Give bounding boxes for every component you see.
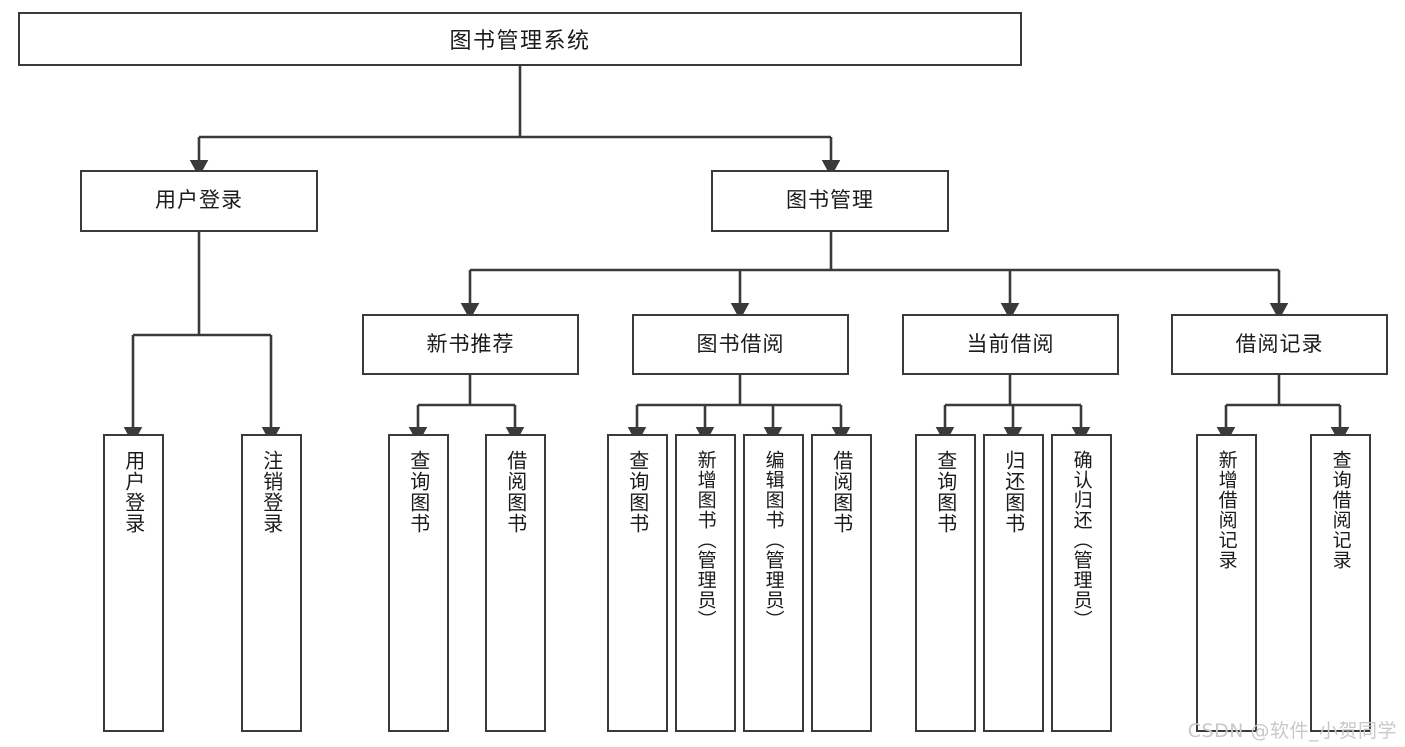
leaf-record-add-record[interactable]: 新增借阅记录 (1196, 434, 1257, 732)
leaf-borrow-add-book-admin[interactable]: 新增图书（管理员） (675, 434, 736, 732)
leaf-label: 查询图书 (625, 450, 650, 534)
leaf-record-query-record[interactable]: 查询借阅记录 (1310, 434, 1371, 732)
leaf-label: 查询借阅记录 (1329, 450, 1352, 570)
node-new-book-recommend[interactable]: 新书推荐 (362, 314, 579, 375)
node-book-borrow-label: 图书借阅 (696, 331, 785, 356)
node-book-management-label: 图书管理 (786, 188, 874, 213)
leaf-label: 借阅图书 (503, 450, 528, 534)
leaf-label: 新增图书（管理员） (694, 450, 717, 630)
leaf-current-return-book[interactable]: 归还图书 (983, 434, 1044, 732)
leaf-current-query-book[interactable]: 查询图书 (915, 434, 976, 732)
leaf-borrow-edit-book-admin[interactable]: 编辑图书（管理员） (743, 434, 804, 732)
leaf-current-confirm-return-admin[interactable]: 确认归还（管理员） (1051, 434, 1112, 732)
leaf-recommend-borrow-book[interactable]: 借阅图书 (485, 434, 546, 732)
node-user-login-label: 用户登录 (155, 188, 243, 213)
node-book-management[interactable]: 图书管理 (711, 170, 949, 232)
leaf-borrow-borrow-book[interactable]: 借阅图书 (811, 434, 872, 732)
leaf-label: 用户登录 (121, 450, 146, 534)
node-book-borrow[interactable]: 图书借阅 (632, 314, 849, 375)
csdn-watermark: CSDN @软件_小贺同学 (1187, 720, 1397, 742)
node-root-label: 图书管理系统 (449, 29, 591, 54)
leaf-label: 新增借阅记录 (1215, 450, 1238, 570)
node-borrow-record-label: 借阅记录 (1235, 331, 1324, 356)
leaf-user-login-logout[interactable]: 注销登录 (241, 434, 302, 732)
node-current-borrow-label: 当前借阅 (966, 331, 1055, 356)
leaf-label: 注销登录 (259, 450, 284, 534)
leaf-label: 查询图书 (406, 450, 431, 534)
leaf-recommend-query-book[interactable]: 查询图书 (388, 434, 449, 732)
node-root-system[interactable]: 图书管理系统 (18, 12, 1022, 66)
leaf-borrow-query-book[interactable]: 查询图书 (607, 434, 668, 732)
leaf-label: 确认归还（管理员） (1070, 450, 1093, 630)
leaf-label: 借阅图书 (829, 450, 854, 534)
node-new-book-recommend-label: 新书推荐 (426, 331, 515, 356)
leaf-label: 归还图书 (1001, 450, 1026, 534)
leaf-label: 编辑图书（管理员） (762, 450, 785, 630)
node-user-login[interactable]: 用户登录 (80, 170, 318, 232)
leaf-user-login-login[interactable]: 用户登录 (103, 434, 164, 732)
leaf-label: 查询图书 (933, 450, 958, 534)
node-current-borrow[interactable]: 当前借阅 (902, 314, 1119, 375)
node-borrow-record[interactable]: 借阅记录 (1171, 314, 1388, 375)
